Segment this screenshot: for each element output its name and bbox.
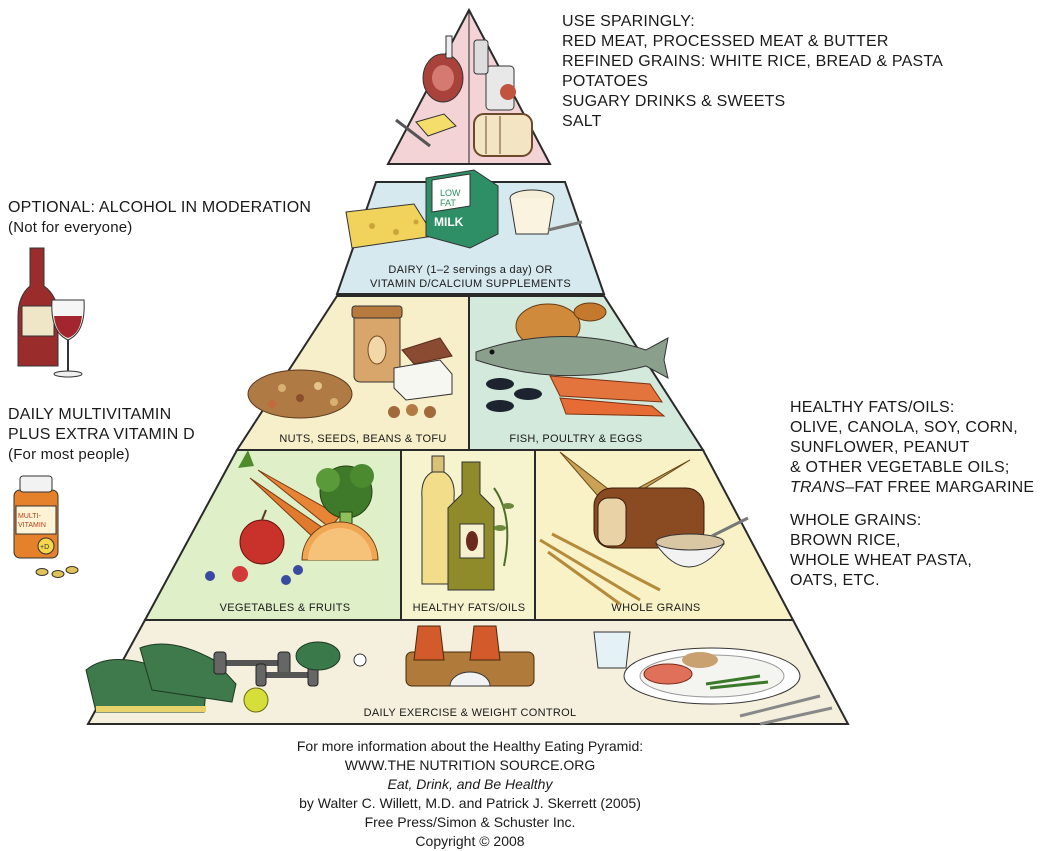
- bread-loaf-icon: [473, 113, 533, 157]
- healthy-fats-heading: HEALTHY FATS/OILS:: [790, 399, 955, 416]
- rice-bowl-icon: [655, 516, 749, 568]
- red-meat-icon: [422, 35, 464, 103]
- berries-icon: [205, 565, 303, 585]
- alcohol-note: OPTIONAL: ALCOHOL IN MODERATION (Not for…: [8, 198, 311, 238]
- whole-grains-line: OATS, ETC.: [790, 572, 880, 589]
- grains-tier-label: WHOLE GRAINS: [611, 602, 701, 614]
- trans-fat-line: TRANS–FAT FREE MARGARINE: [790, 478, 1034, 498]
- tennis-ball-icon: [243, 687, 269, 713]
- dumbbells-icon: [213, 651, 319, 687]
- soda-can-icon: [473, 39, 516, 111]
- footer-book-title: Eat, Drink, and Be Healthy: [387, 776, 553, 792]
- trans-italic: TRANS: [790, 479, 846, 496]
- wine-bottle-icon: [17, 247, 59, 367]
- milk-carton-icon: LOW FAT MILK: [425, 169, 499, 249]
- mussels-icon: [486, 378, 542, 412]
- dairy-label-line-1: DAIRY (1–2 servings a day) OR: [388, 264, 553, 276]
- vitamin-bottle-icon: MULTI- VITAMIN +D: [13, 475, 59, 559]
- trans-rest: –FAT FREE MARGARINE: [845, 479, 1035, 496]
- use-sparingly-line: SUGARY DRINKS & SWEETS: [562, 93, 786, 110]
- dinner-plate-icon: [623, 647, 801, 705]
- dairy-label-line-2: VITAMIN D/CALCIUM SUPPLEMENTS: [369, 278, 572, 290]
- footer-url: WWW.THE NUTRITION SOURCE.ORG: [344, 757, 596, 773]
- butter-icon: [395, 113, 457, 148]
- whole-grains-line: BROWN RICE,: [790, 532, 901, 549]
- exercise-tier-label: DAILY EXERCISE & WEIGHT CONTROL: [363, 707, 577, 719]
- peanut-butter-jar-icon: [351, 305, 403, 383]
- ping-pong-paddle-icon: [295, 641, 367, 671]
- use-sparingly-line: REFINED GRAINS: WHITE RICE, BREAD & PAST…: [562, 53, 943, 70]
- multivitamin-subnote: (For most people): [8, 446, 130, 463]
- footer-publisher: Free Press/Simon & Schuster Inc.: [364, 814, 576, 830]
- use-sparingly-heading: USE SPARINGLY:: [562, 13, 695, 30]
- use-sparingly-line: POTATOES: [562, 73, 649, 90]
- milk-carton-text-fat: FAT: [440, 198, 456, 208]
- fish-tier-label: FISH, POULTRY & EGGS: [509, 433, 643, 445]
- alcohol-subnote: (Not for everyone): [8, 219, 133, 236]
- healthy-fats-line: OLIVE, CANOLA, SOY, CORN,: [790, 419, 1018, 436]
- multivitamin-note: DAILY MULTIVITAMIN PLUS EXTRA VITAMIN D …: [8, 405, 195, 465]
- use-sparingly-line: RED MEAT, PROCESSED MEAT & BUTTER: [562, 33, 889, 50]
- dairy-tier-label: DAIRY (1–2 servings a day) OR VITAMIN D/…: [337, 263, 604, 291]
- healthy-fats-line: SUNFLOWER, PEANUT: [790, 439, 970, 456]
- water-glass-icon: [593, 631, 631, 669]
- tofu-icon: [393, 359, 453, 401]
- wine-glass-icon: [51, 299, 85, 378]
- olive-branch-icon: [493, 487, 514, 567]
- whole-grains-note: WHOLE GRAINS: BROWN RICE, WHOLE WHEAT PA…: [790, 511, 972, 591]
- vegetables-tier-label: VEGETABLES & FRUITS: [219, 602, 351, 614]
- bathroom-scale-icon: [405, 625, 535, 687]
- olive-oil-bottle-icon: [447, 461, 495, 591]
- healthy-fats-line: & OTHER VEGETABLE OILS;: [790, 459, 1010, 476]
- whole-wheat-bread-icon: [593, 487, 705, 549]
- whole-grains-heading: WHOLE GRAINS:: [790, 512, 922, 529]
- vitamin-bottle-text-d: +D: [40, 544, 49, 551]
- fork-knife-icon: [739, 694, 833, 726]
- oil-bottle-icon: [421, 455, 455, 585]
- fish-icon: [475, 336, 669, 379]
- multivitamin-line-1: DAILY MULTIVITAMIN: [8, 406, 172, 423]
- carrots-icon: [238, 450, 341, 541]
- footer-credits: For more information about the Healthy E…: [200, 737, 740, 851]
- sneakers-icon: [85, 643, 237, 713]
- footer-authors: by Walter C. Willett, M.D. and Patrick J…: [299, 795, 641, 811]
- alcohol-heading: OPTIONAL: ALCOHOL IN MODERATION: [8, 199, 312, 216]
- whole-grains-line: WHOLE WHEAT PASTA,: [790, 552, 972, 569]
- use-sparingly-line: SALT: [562, 113, 602, 130]
- vitamin-bottle-text-vitamin: VITAMIN: [18, 522, 46, 529]
- multivitamin-line-2: PLUS EXTRA VITAMIN D: [8, 426, 195, 443]
- use-sparingly-block: USE SPARINGLY: RED MEAT, PROCESSED MEAT …: [562, 12, 943, 132]
- milk-carton-text-low: LOW: [440, 188, 461, 198]
- melon-icon: [301, 521, 379, 561]
- milk-carton-text-milk: MILK: [434, 215, 464, 229]
- healthy-fats-note: HEALTHY FATS/OILS: OLIVE, CANOLA, SOY, C…: [790, 398, 1034, 498]
- yogurt-cup-icon: [509, 189, 583, 235]
- mixed-nuts-icon: [247, 337, 453, 419]
- fats-tier-label: HEALTHY FATS/OILS: [412, 602, 526, 614]
- footer-copyright: Copyright © 2008: [415, 833, 525, 849]
- nuts-tier-label: NUTS, SEEDS, BEANS & TOFU: [279, 433, 447, 445]
- vitamin-bottle-text-multi: MULTI-: [18, 513, 41, 520]
- salmon-fillet-icon: [549, 375, 666, 417]
- footer-info-line: For more information about the Healthy E…: [296, 738, 644, 754]
- vitamin-pills-icon: [35, 566, 79, 578]
- apple-icon: [239, 509, 285, 565]
